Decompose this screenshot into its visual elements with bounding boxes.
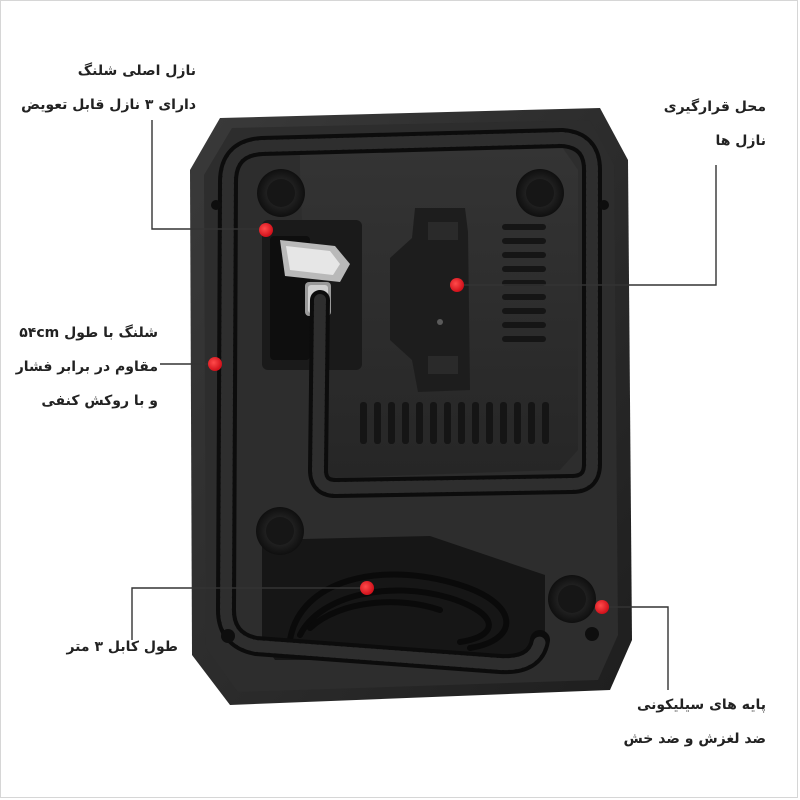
label-feet-line2: ضد لغزش و ضد خش: [623, 731, 767, 747]
label-nozzle-holder: محل قرارگیری نازل ها: [664, 90, 766, 158]
nozzle-holder: [390, 208, 470, 392]
label-hose-line1: شلنگ با طول ۵۴cm: [19, 325, 158, 341]
label-cable-line1: طول کابل ۳ متر: [66, 639, 178, 655]
label-nozzle-holder-line2: نازل ها: [715, 133, 766, 149]
label-hose-line2: مقاوم در برابر فشار: [15, 359, 158, 375]
label-original-nozzle: نازل اصلی شلنگ دارای ۳ نازل قابل تعویض: [21, 54, 196, 122]
side-vents: [502, 224, 546, 342]
label-feet: پایه های سیلیکونی ضد لغزش و ضد خش: [624, 688, 767, 756]
label-original-nozzle-line1: نازل اصلی شلنگ: [77, 63, 196, 79]
label-original-nozzle-line2: دارای ۳ نازل قابل تعویض: [21, 97, 196, 113]
air-hose: [216, 128, 602, 675]
label-cable: طول کابل ۳ متر: [66, 630, 178, 664]
label-nozzle-holder-line1: محل قرارگیری: [663, 99, 766, 115]
label-feet-line1: پایه های سیلیکونی: [636, 697, 766, 713]
label-hose-line3: و با روکش کنفی: [41, 393, 158, 409]
bottom-vents: [360, 402, 549, 444]
label-hose: شلنگ با طول ۵۴cm مقاوم در برابر فشار و ب…: [16, 316, 158, 418]
